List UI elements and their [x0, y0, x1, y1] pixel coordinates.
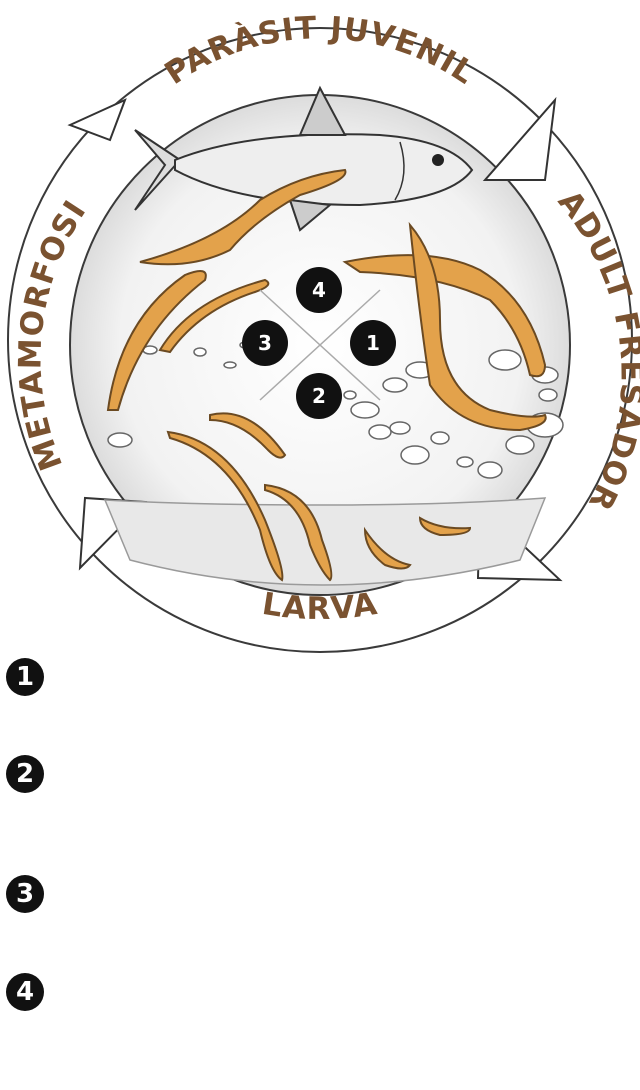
life-cycle-diagram: PARÀSIT JUVENIL ADULT FRESADOR LARVA MET… — [7, 10, 640, 653]
legend-item-4: 4 — [6, 973, 58, 1011]
svg-text:2: 2 — [312, 384, 326, 408]
outer-ring — [7, 27, 633, 653]
legend-number: 3 — [6, 875, 44, 913]
legend-item-2: 2 — [6, 755, 58, 793]
badge-2: 2 — [296, 373, 342, 419]
riverbed — [103, 497, 547, 586]
lampreys — [106, 168, 547, 582]
badge-3: 3 — [242, 320, 288, 366]
legend-item-3: 3 — [6, 875, 58, 913]
svg-text:3: 3 — [258, 331, 272, 355]
svg-text:1: 1 — [366, 331, 380, 355]
badge-1: 1 — [350, 320, 396, 366]
pebbles — [107, 341, 564, 479]
legend-item-1: 1 — [6, 658, 58, 696]
stage-label-top: PARÀSIT JUVENIL — [158, 10, 481, 92]
stage-label-bottom: LARVA — [260, 586, 380, 627]
svg-text:4: 4 — [312, 278, 326, 302]
fish-host — [134, 85, 474, 232]
arrow-top-left — [67, 98, 127, 142]
legend-number: 1 — [6, 658, 44, 696]
legend-number: 4 — [6, 973, 44, 1011]
legend-number: 2 — [6, 755, 44, 793]
badge-4: 4 — [296, 267, 342, 313]
center-cross-line — [259, 289, 381, 401]
arrow-top-right — [482, 96, 557, 181]
